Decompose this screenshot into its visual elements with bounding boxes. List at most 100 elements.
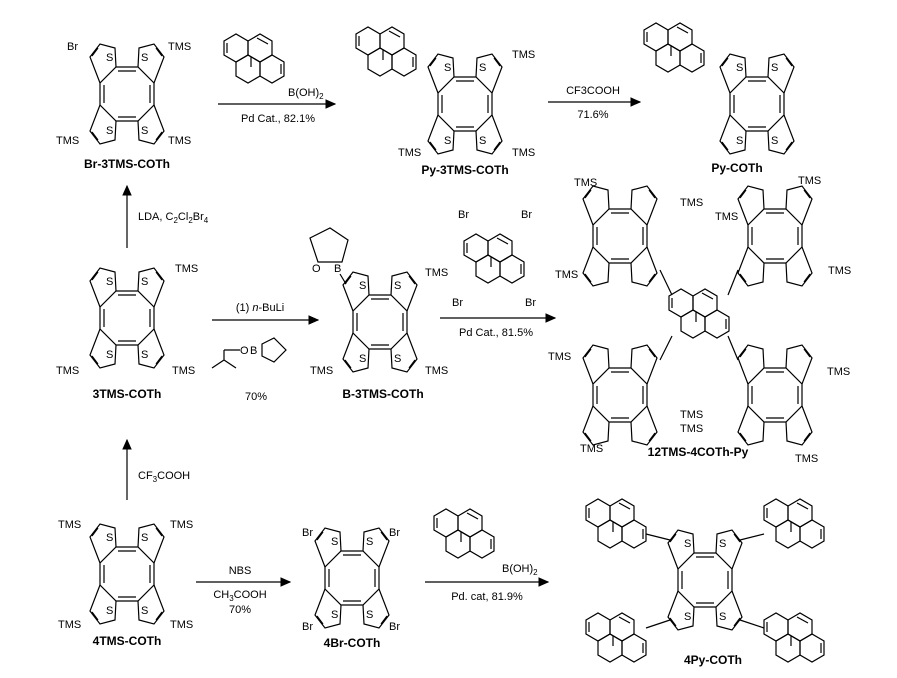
s-label: S: [736, 135, 743, 147]
condition-nbuli: (1) n-BuLi: [236, 302, 284, 314]
structure-12tms-4coth-py: TMS TMS TMS TMS TMS TMS TMS TMS TMS TMS …: [548, 175, 851, 465]
tms-label: TMS: [168, 41, 191, 53]
compound-label: 4Br-COTh: [324, 636, 381, 650]
compound-label: 4Py-COTh: [684, 653, 742, 667]
s-label: S: [684, 538, 691, 550]
tms-label: TMS: [555, 269, 578, 281]
br-label: Br: [302, 621, 313, 633]
s-label: S: [479, 135, 486, 147]
tms-label: TMS: [168, 135, 191, 147]
s-label: S: [719, 538, 726, 550]
structure-4py-coth: S S S S 4Py-COTh: [585, 498, 825, 667]
tms-label: TMS: [170, 519, 193, 531]
structure-br-3tms-coth: S S S S Br TMS TMS TMS Br-3TMS-COTh: [56, 41, 191, 171]
tms-label: TMS: [828, 265, 851, 277]
s-label: S: [359, 280, 366, 292]
reaction-arrow-deprotect-1: CF3COOH 71.6%: [548, 85, 642, 121]
condition-yield: 70%: [229, 604, 251, 616]
tms-label: TMS: [680, 409, 703, 421]
tms-label: TMS: [512, 147, 535, 159]
s-label: S: [331, 609, 338, 621]
s-label: S: [366, 536, 373, 548]
s-label: S: [719, 611, 726, 623]
condition-acid: CF3COOH: [138, 470, 190, 484]
boronic-acid-label: B(OH)2: [502, 563, 538, 577]
br-label: Br: [389, 527, 400, 539]
s-label: S: [331, 536, 338, 548]
condition-yield: 70%: [245, 391, 267, 403]
o-label: O: [312, 263, 321, 275]
structure-py-3tms-coth: S S S S TMS TMS TMS Py-3TMS-COTh: [355, 26, 535, 177]
tms-label: TMS: [170, 619, 193, 631]
tms-label: TMS: [512, 49, 535, 61]
s-label: S: [366, 609, 373, 621]
condition-pd-cat: Pd. cat, 81.9%: [451, 591, 523, 603]
s-label: S: [359, 353, 366, 365]
tms-label: TMS: [58, 519, 81, 531]
b-label: B: [250, 345, 257, 357]
tms-label: TMS: [680, 197, 703, 209]
reaction-arrow-borylation: (1) n-BuLi O B 70%: [211, 302, 320, 403]
structure-b-3tms-coth: O B S S S S TMS TMS TMS B-3TMS-COTh: [309, 227, 448, 401]
tms-label: TMS: [680, 423, 703, 435]
reaction-arrow-nbs: NBS CH3COOH 70%: [196, 565, 292, 616]
condition-yield: 71.6%: [577, 109, 608, 121]
compound-label: Py-COTh: [711, 161, 762, 175]
br-label: Br: [389, 621, 400, 633]
tms-label: TMS: [58, 619, 81, 631]
br-label: Br: [458, 209, 469, 221]
compound-label: 12TMS-4COTh-Py: [648, 445, 749, 459]
tms-label: TMS: [310, 365, 333, 377]
s-label: S: [106, 349, 113, 361]
structure-3tms-coth: S S S S TMS TMS TMS 3TMS-COTh: [56, 263, 198, 401]
s-label: S: [771, 62, 778, 74]
s-label: S: [444, 135, 451, 147]
condition-lda: LDA, C2Cl2Br4: [138, 211, 209, 225]
tms-label: TMS: [172, 365, 195, 377]
s-label: S: [444, 62, 451, 74]
tms-label: TMS: [580, 443, 603, 455]
reaction-arrow-deprotect-2: CF3COOH: [122, 438, 190, 500]
reaction-arrow-suzuki-2: Br Br Br Br Pd Cat., 81.5%: [440, 209, 557, 339]
s-label: S: [141, 349, 148, 361]
structure-4tms-coth: S S S S TMS TMS TMS TMS 4TMS-COTh: [58, 519, 193, 648]
compound-label: 4TMS-COTh: [93, 634, 162, 648]
s-label: S: [141, 276, 148, 288]
br-label: Br: [452, 297, 463, 309]
br-label: Br: [521, 209, 532, 221]
structure-py-coth: S S S S Py-COTh: [643, 22, 795, 175]
tms-label: TMS: [827, 366, 850, 378]
reaction-arrow-bromination-1: LDA, C2Cl2Br4: [122, 184, 209, 248]
s-label: S: [736, 62, 743, 74]
s-label: S: [394, 353, 401, 365]
condition-nbs: NBS: [229, 565, 252, 577]
s-label: S: [141, 125, 148, 137]
compound-label: Br-3TMS-COTh: [84, 157, 170, 171]
tms-label: TMS: [715, 211, 738, 223]
s-label: S: [141, 532, 148, 544]
compound-label: B-3TMS-COTh: [342, 387, 423, 401]
tms-label: TMS: [574, 177, 597, 189]
s-label: S: [106, 276, 113, 288]
compound-label: Py-3TMS-COTh: [421, 163, 508, 177]
s-label: S: [106, 52, 113, 64]
tms-label: TMS: [425, 267, 448, 279]
tms-label: TMS: [425, 365, 448, 377]
condition-pd-cat: Pd Cat., 82.1%: [241, 113, 315, 125]
condition-pd-cat: Pd Cat., 81.5%: [459, 327, 533, 339]
tms-label: TMS: [548, 351, 571, 363]
s-label: S: [771, 135, 778, 147]
s-label: S: [394, 280, 401, 292]
tms-label: TMS: [56, 135, 79, 147]
s-label: S: [106, 605, 113, 617]
o-label: O: [240, 345, 249, 357]
structure-4br-coth: S S S S Br Br Br Br 4Br-COTh: [302, 527, 400, 650]
s-label: S: [141, 52, 148, 64]
reaction-arrow-suzuki-3: B(OH)2 Pd. cat, 81.9%: [425, 508, 550, 603]
s-label: S: [684, 611, 691, 623]
boronic-acid-label: B(OH)2: [288, 87, 324, 101]
tms-label: TMS: [175, 263, 198, 275]
s-label: S: [479, 62, 486, 74]
tms-label: TMS: [56, 365, 79, 377]
